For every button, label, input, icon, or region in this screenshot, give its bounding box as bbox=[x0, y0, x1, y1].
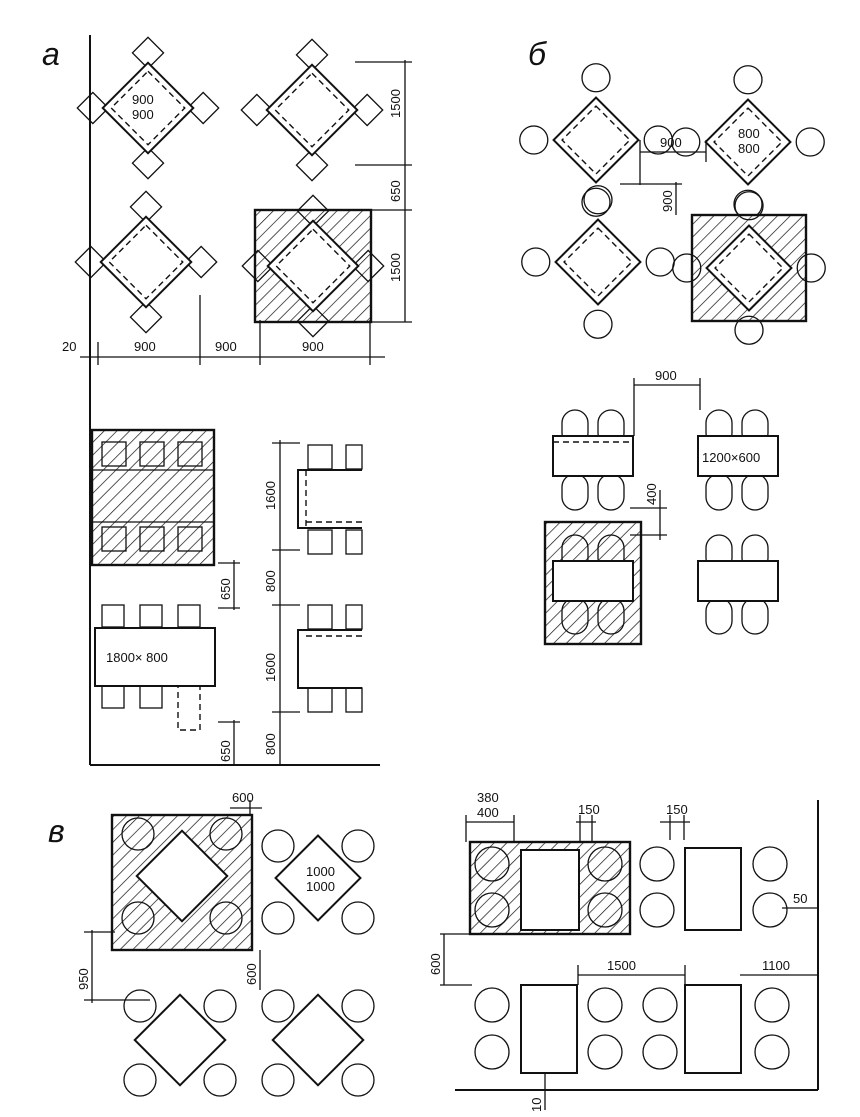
table-size-label: 1000 bbox=[306, 864, 335, 879]
dimension-label: 380 bbox=[477, 790, 499, 805]
rect-table-group-v3 bbox=[474, 984, 623, 1074]
table-size-label: 800 bbox=[738, 141, 760, 156]
dimension-label: 1100 bbox=[762, 958, 790, 973]
dimension-label: 150 bbox=[578, 802, 600, 817]
section-label-a: а bbox=[42, 36, 60, 72]
table-size-label: 800 bbox=[738, 126, 760, 141]
table-size-label: 900 bbox=[132, 107, 154, 122]
square-table-group-b2: 800 800 bbox=[671, 65, 825, 219]
square-table-group-a2 bbox=[240, 38, 384, 182]
dimension-label: 900 bbox=[215, 339, 237, 354]
dimension-650-a: 650 650 bbox=[218, 560, 240, 765]
dimension-bottom-a: 20 900 900 900 bbox=[62, 295, 385, 365]
square-table-group-v4 bbox=[261, 989, 375, 1097]
square-table-group-a1: 900 900 bbox=[76, 36, 220, 180]
dimension-label: 800 bbox=[263, 570, 278, 592]
table-size-label: 1200×600 bbox=[702, 450, 760, 465]
dimension-label: 650 bbox=[218, 740, 233, 762]
dimension-label: 400 bbox=[477, 805, 499, 820]
dimension-label: 600 bbox=[428, 953, 443, 975]
square-table-group-a4 bbox=[241, 194, 385, 338]
dimension-label: 1600 bbox=[263, 653, 278, 682]
table-size-label: 900 bbox=[132, 92, 154, 107]
rect-table-group-a1 bbox=[92, 441, 214, 552]
rect-table-group-v1 bbox=[474, 846, 623, 931]
rect-table-group-b4 bbox=[697, 534, 779, 635]
section-label-b: б bbox=[528, 36, 547, 72]
rect-table-group-v4 bbox=[642, 984, 790, 1074]
dimension-label: 900 bbox=[302, 339, 324, 354]
square-table-group-b3 bbox=[521, 185, 675, 339]
rect-table-group-b1 bbox=[552, 409, 634, 511]
rect-table-group-v2 bbox=[639, 846, 788, 931]
dimension-label: 1600 bbox=[263, 481, 278, 510]
dimension-label: 1500 bbox=[388, 253, 403, 282]
dimension-label: 1500 bbox=[388, 89, 403, 118]
dimension-v-right: 380 400 150 150 50 600 1500 1100 10 bbox=[428, 790, 818, 1112]
dimension-label: 900 bbox=[134, 339, 156, 354]
dimension-b-top: 900 900 bbox=[620, 135, 707, 215]
dimension-label: 900 bbox=[660, 190, 675, 212]
rect-table-group-b2: 1200×600 bbox=[697, 409, 779, 511]
dimension-label: 900 bbox=[660, 135, 682, 150]
dimension-label: 650 bbox=[218, 578, 233, 600]
square-table-group-a3 bbox=[74, 190, 218, 334]
dimension-label: 950 bbox=[76, 968, 91, 990]
hatched-zone-a2 bbox=[90, 428, 216, 567]
dimension-right-a: 1500 650 1500 bbox=[355, 60, 412, 323]
dimension-label: 150 bbox=[666, 802, 688, 817]
dimension-label: 650 bbox=[388, 180, 403, 202]
rect-table-group-a2: 1800× 800 bbox=[94, 604, 216, 731]
dimension-label: 10 bbox=[529, 1098, 544, 1112]
dimension-label: 900 bbox=[655, 368, 677, 383]
rect-table-group-a3 bbox=[297, 444, 363, 713]
dimension-b-rect: 900 400 bbox=[630, 368, 701, 540]
dimension-label: 20 bbox=[62, 339, 76, 354]
dimension-label: 600 bbox=[232, 790, 254, 805]
square-table-group-b1 bbox=[519, 63, 673, 217]
dimension-right-a2: 1600 800 1600 800 bbox=[263, 440, 300, 765]
dimension-v-left: 600 950 600 bbox=[76, 790, 262, 1003]
table-size-label: 1000 bbox=[306, 879, 335, 894]
rect-table-group-b3 bbox=[552, 534, 634, 635]
dimension-label: 400 bbox=[644, 483, 659, 505]
dimension-label: 600 bbox=[244, 963, 259, 985]
square-table-group-v3 bbox=[123, 989, 237, 1097]
section-label-v: в bbox=[48, 813, 65, 849]
square-table-group-b4 bbox=[672, 191, 826, 345]
dimension-label: 1500 bbox=[607, 958, 636, 973]
square-table-group-v1 bbox=[121, 817, 243, 935]
table-size-label: 1800× 800 bbox=[106, 650, 168, 665]
dimension-label: 800 bbox=[263, 733, 278, 755]
dimension-label: 50 bbox=[793, 891, 807, 906]
square-table-group-v2: 1000 1000 bbox=[261, 829, 375, 935]
